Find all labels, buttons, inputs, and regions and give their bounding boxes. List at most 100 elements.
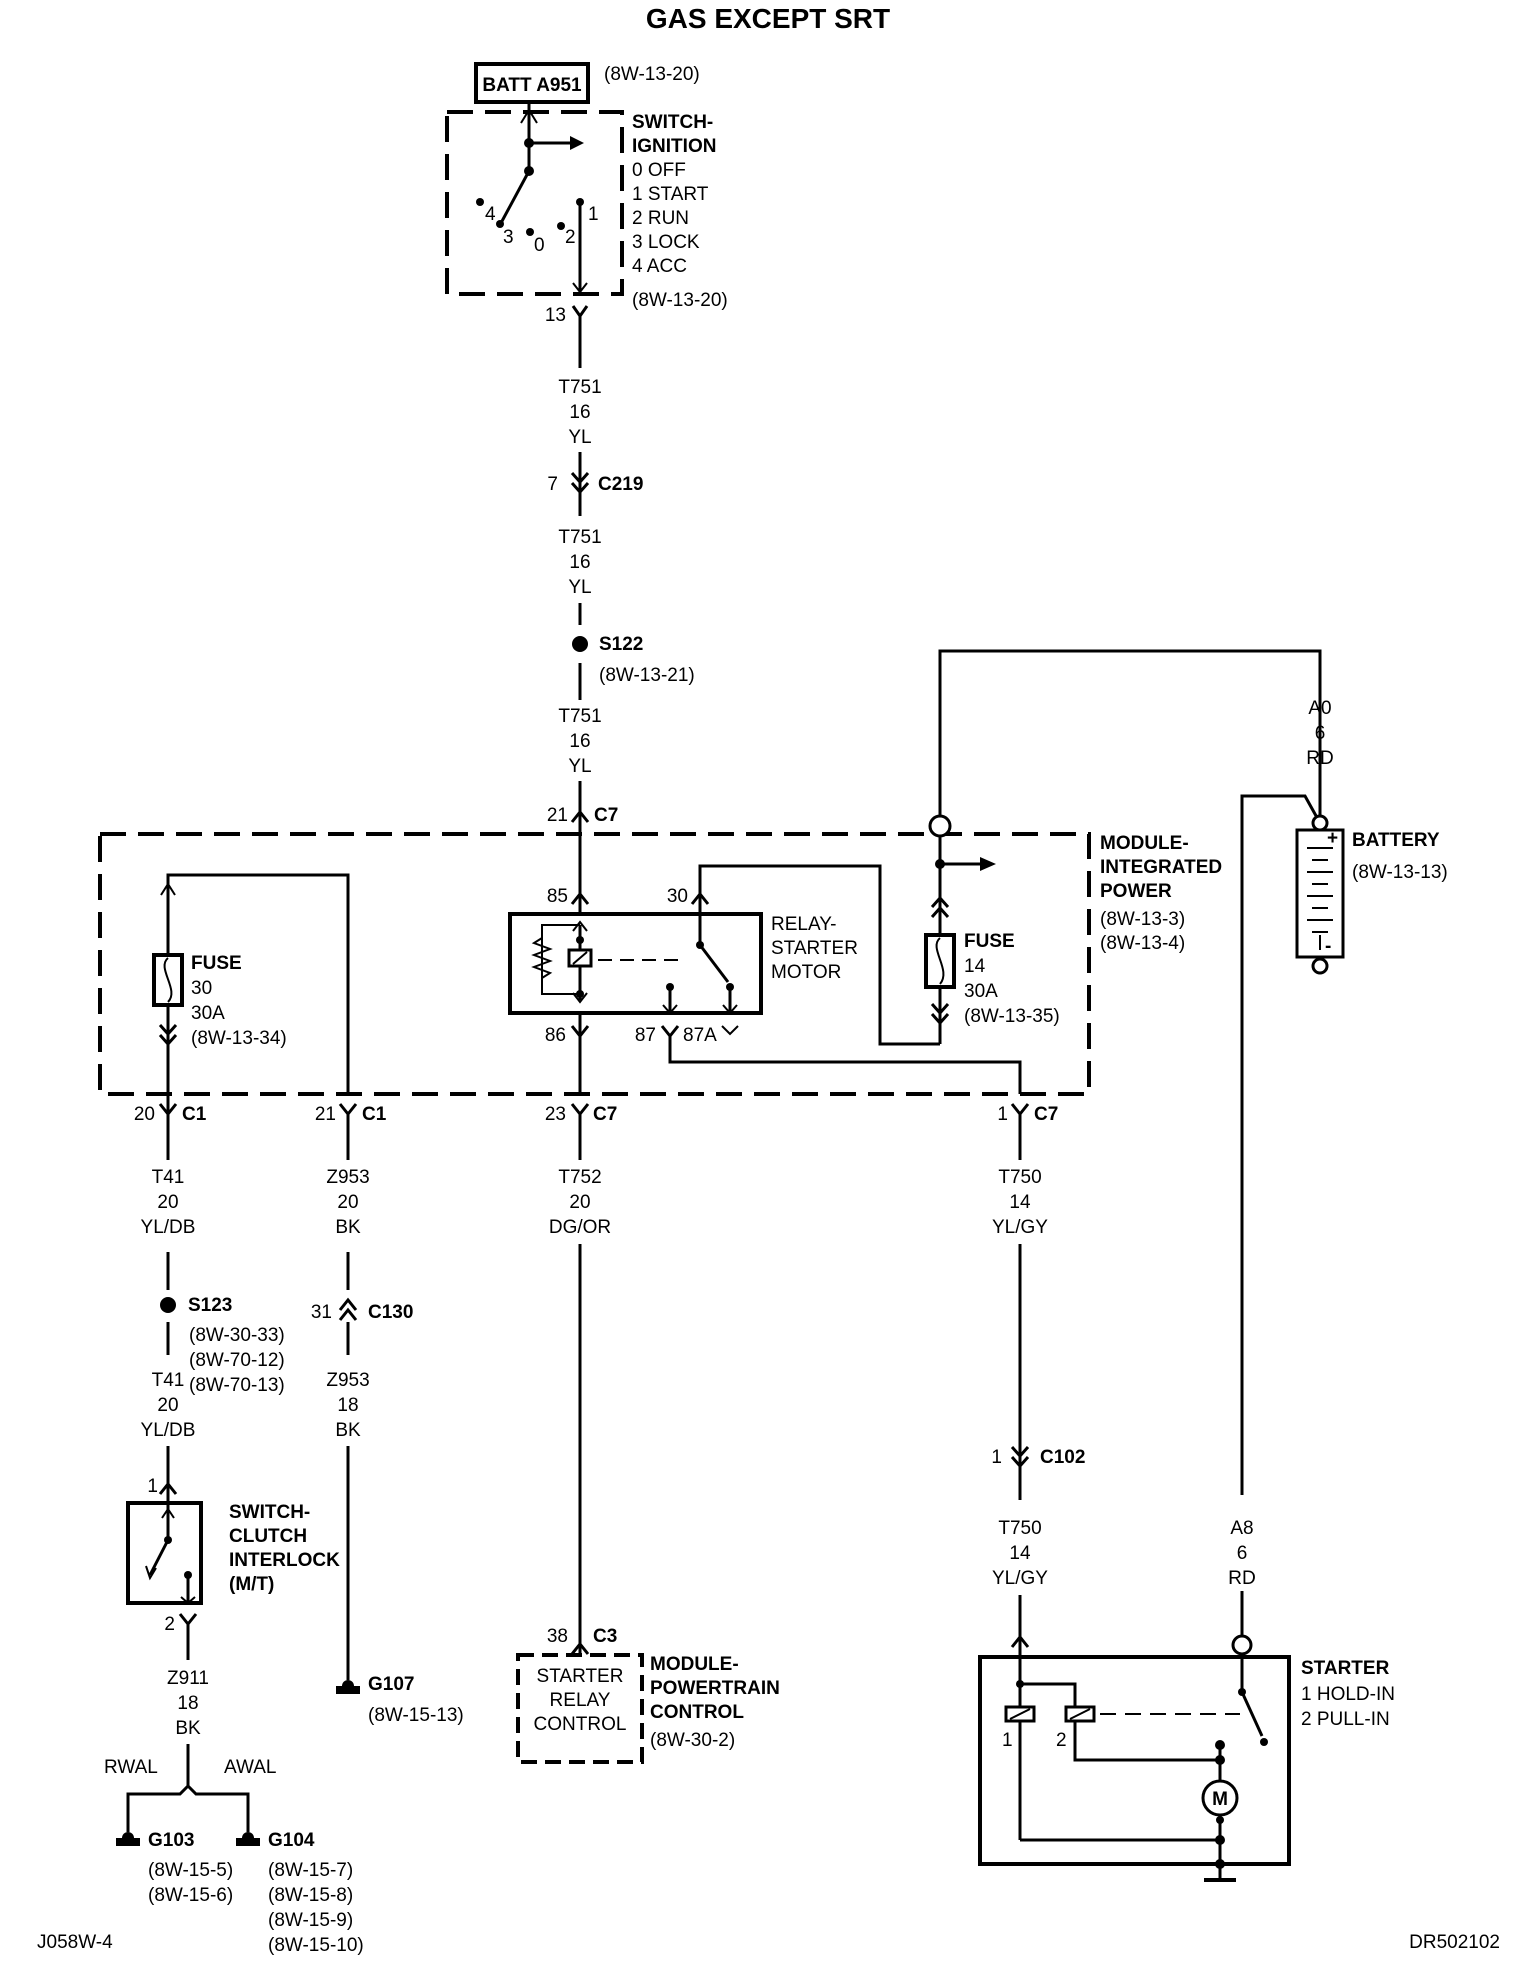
pcm-box-line: STARTER <box>537 1666 624 1687</box>
fuse-14 <box>924 933 956 989</box>
ignition-label-line: 4 ACC <box>632 256 687 277</box>
ignition-label-line: 2 RUN <box>632 208 689 229</box>
starter-label: STARTER 1 HOLD-IN 2 PULL-IN <box>1301 1658 1395 1730</box>
s123-splice <box>160 1297 176 1313</box>
c130-connector <box>338 1297 358 1321</box>
c219-name: C219 <box>598 474 643 495</box>
ignition-label-line: 0 OFF <box>632 160 686 181</box>
c3-pin: 38 <box>547 1626 568 1647</box>
wire-label-line: Z953 <box>326 1370 369 1391</box>
g107-name: G107 <box>368 1674 414 1695</box>
starter-label-line: 2 PULL-IN <box>1301 1709 1390 1730</box>
relay-pin-30: 30 <box>667 886 688 907</box>
pcm-ref: (8W-30-2) <box>650 1730 735 1751</box>
relay-label-line: STARTER <box>771 938 858 959</box>
wire-a8-gauge: 6 <box>1237 1543 1248 1564</box>
batt-a951-box <box>474 62 590 104</box>
pcm-label: MODULE- POWERTRAIN CONTROL (8W-30-2) <box>650 1654 780 1751</box>
ignition-pos-3: 3 <box>503 227 514 248</box>
ignition-label-line: 3 LOCK <box>632 232 700 253</box>
tipm-battery-stud <box>928 814 952 838</box>
wire-label-line: YL/DB <box>141 1217 196 1238</box>
ignition-label-line: SWITCH- <box>632 112 713 133</box>
g103-ground <box>116 1838 140 1846</box>
c1-name-left: C1 <box>182 1104 207 1125</box>
wire-label-line: T750 <box>998 1518 1041 1539</box>
wire-label-line: 16 <box>569 402 590 423</box>
wire-label-line: 6 <box>1315 723 1326 744</box>
wire-z953-label-1: Z953 20 BK <box>326 1167 369 1238</box>
relay-pin-86: 86 <box>545 1025 566 1046</box>
wire-a8-color: RD <box>1228 1568 1255 1589</box>
wire-label-line: 14 <box>1009 1543 1031 1564</box>
c7-pin-23: 23 <box>545 1104 566 1125</box>
g103-ref-1: (8W-15-5) <box>148 1860 233 1881</box>
g104-ground <box>236 1838 260 1846</box>
clutch-label-line: INTERLOCK <box>229 1550 340 1571</box>
wire-label-line: Z911 <box>167 1668 209 1689</box>
wire-label-line: A0 <box>1308 698 1331 719</box>
wire-label-line: 18 <box>337 1395 358 1416</box>
g104-ref-4: (8W-15-10) <box>268 1935 364 1956</box>
fuse-label-line: 14 <box>964 956 986 977</box>
ignition-switch-outline <box>445 110 624 296</box>
wire-t752-label: T752 20 DG/OR <box>549 1167 611 1238</box>
starter-battery-stud <box>1231 1634 1253 1656</box>
wire-t751-label-1: T751 16 YL <box>558 377 601 448</box>
tipm-ref: (8W-13-4) <box>1100 933 1185 954</box>
tipm-ref: (8W-13-3) <box>1100 909 1185 930</box>
ignition-pos-4: 4 <box>485 204 496 225</box>
c1-pin-21: 21 <box>315 1104 336 1125</box>
rwal-label: RWAL <box>104 1757 158 1778</box>
g107-ref: (8W-15-13) <box>368 1705 464 1726</box>
relay-pin-87a: 87A <box>683 1025 717 1046</box>
clutch-label-line: SWITCH- <box>229 1502 310 1523</box>
ignition-pos-0: 0 <box>534 235 545 256</box>
clutch-label-line: (M/T) <box>229 1574 274 1595</box>
tipm-label-block: MODULE- INTEGRATED POWER (8W-13-3) (8W-1… <box>1100 833 1222 954</box>
wire-t41-label-2: T41 20 YL/DB <box>141 1370 196 1441</box>
wire-t41-label-1: T41 20 YL/DB <box>141 1167 196 1238</box>
relay-label-line: RELAY- <box>771 914 836 935</box>
tipm-outline <box>98 832 1091 1096</box>
c3-name: C3 <box>593 1626 617 1647</box>
fuse-label-line: 30A <box>964 981 998 1002</box>
clutch-pin-1: 1 <box>147 1476 158 1497</box>
c130-pin: 31 <box>311 1302 332 1323</box>
wire-t750-label-2: T750 14 YL/GY <box>992 1518 1048 1589</box>
fuse-label-line: FUSE <box>964 931 1015 952</box>
wire-a0-label: A0 6 RD <box>1306 698 1333 769</box>
c7-name-1: C7 <box>1034 1104 1058 1125</box>
fuse-label-line: 30 <box>191 978 212 999</box>
starter-motor-assembly <box>978 1655 1291 1866</box>
g103-ref-2: (8W-15-6) <box>148 1885 233 1906</box>
pcm-starter-relay-control: STARTER RELAY CONTROL <box>534 1666 627 1735</box>
battery-ref: (8W-13-13) <box>1352 862 1448 883</box>
battery-negative-post <box>1311 957 1329 975</box>
relay-pin-85: 85 <box>547 886 568 907</box>
batt-a951-ref: (8W-13-20) <box>604 64 700 85</box>
g104-name: G104 <box>268 1830 315 1851</box>
fuse-30-label: FUSE 30 30A (8W-13-34) <box>191 953 287 1049</box>
g104-ref-3: (8W-15-9) <box>268 1910 353 1931</box>
s122-name: S122 <box>599 634 643 655</box>
wire-label-line: 16 <box>569 731 590 752</box>
clutch-pin-2: 2 <box>164 1614 175 1635</box>
relay-pin-87: 87 <box>635 1025 656 1046</box>
wire-label-line: T751 <box>558 706 601 727</box>
wire-label-line: BK <box>335 1217 361 1238</box>
ignition-pos-2: 2 <box>565 227 576 248</box>
g104-ref-2: (8W-15-8) <box>268 1885 353 1906</box>
battery-name: BATTERY <box>1352 830 1440 851</box>
c130-name: C130 <box>368 1302 413 1323</box>
fuse-ref: (8W-13-34) <box>191 1028 287 1049</box>
wire-label-line: 14 <box>1009 1192 1031 1213</box>
battery-plus-sign: + <box>1327 828 1338 849</box>
c1-name-right: C1 <box>362 1104 387 1125</box>
pin-13-label: 13 <box>545 305 566 326</box>
ignition-ref: (8W-13-20) <box>632 290 728 311</box>
c219-pin: 7 <box>547 474 558 495</box>
fuse-14-label: FUSE 14 30A (8W-13-35) <box>964 931 1060 1027</box>
wire-a8-circuit: A8 <box>1230 1518 1253 1539</box>
